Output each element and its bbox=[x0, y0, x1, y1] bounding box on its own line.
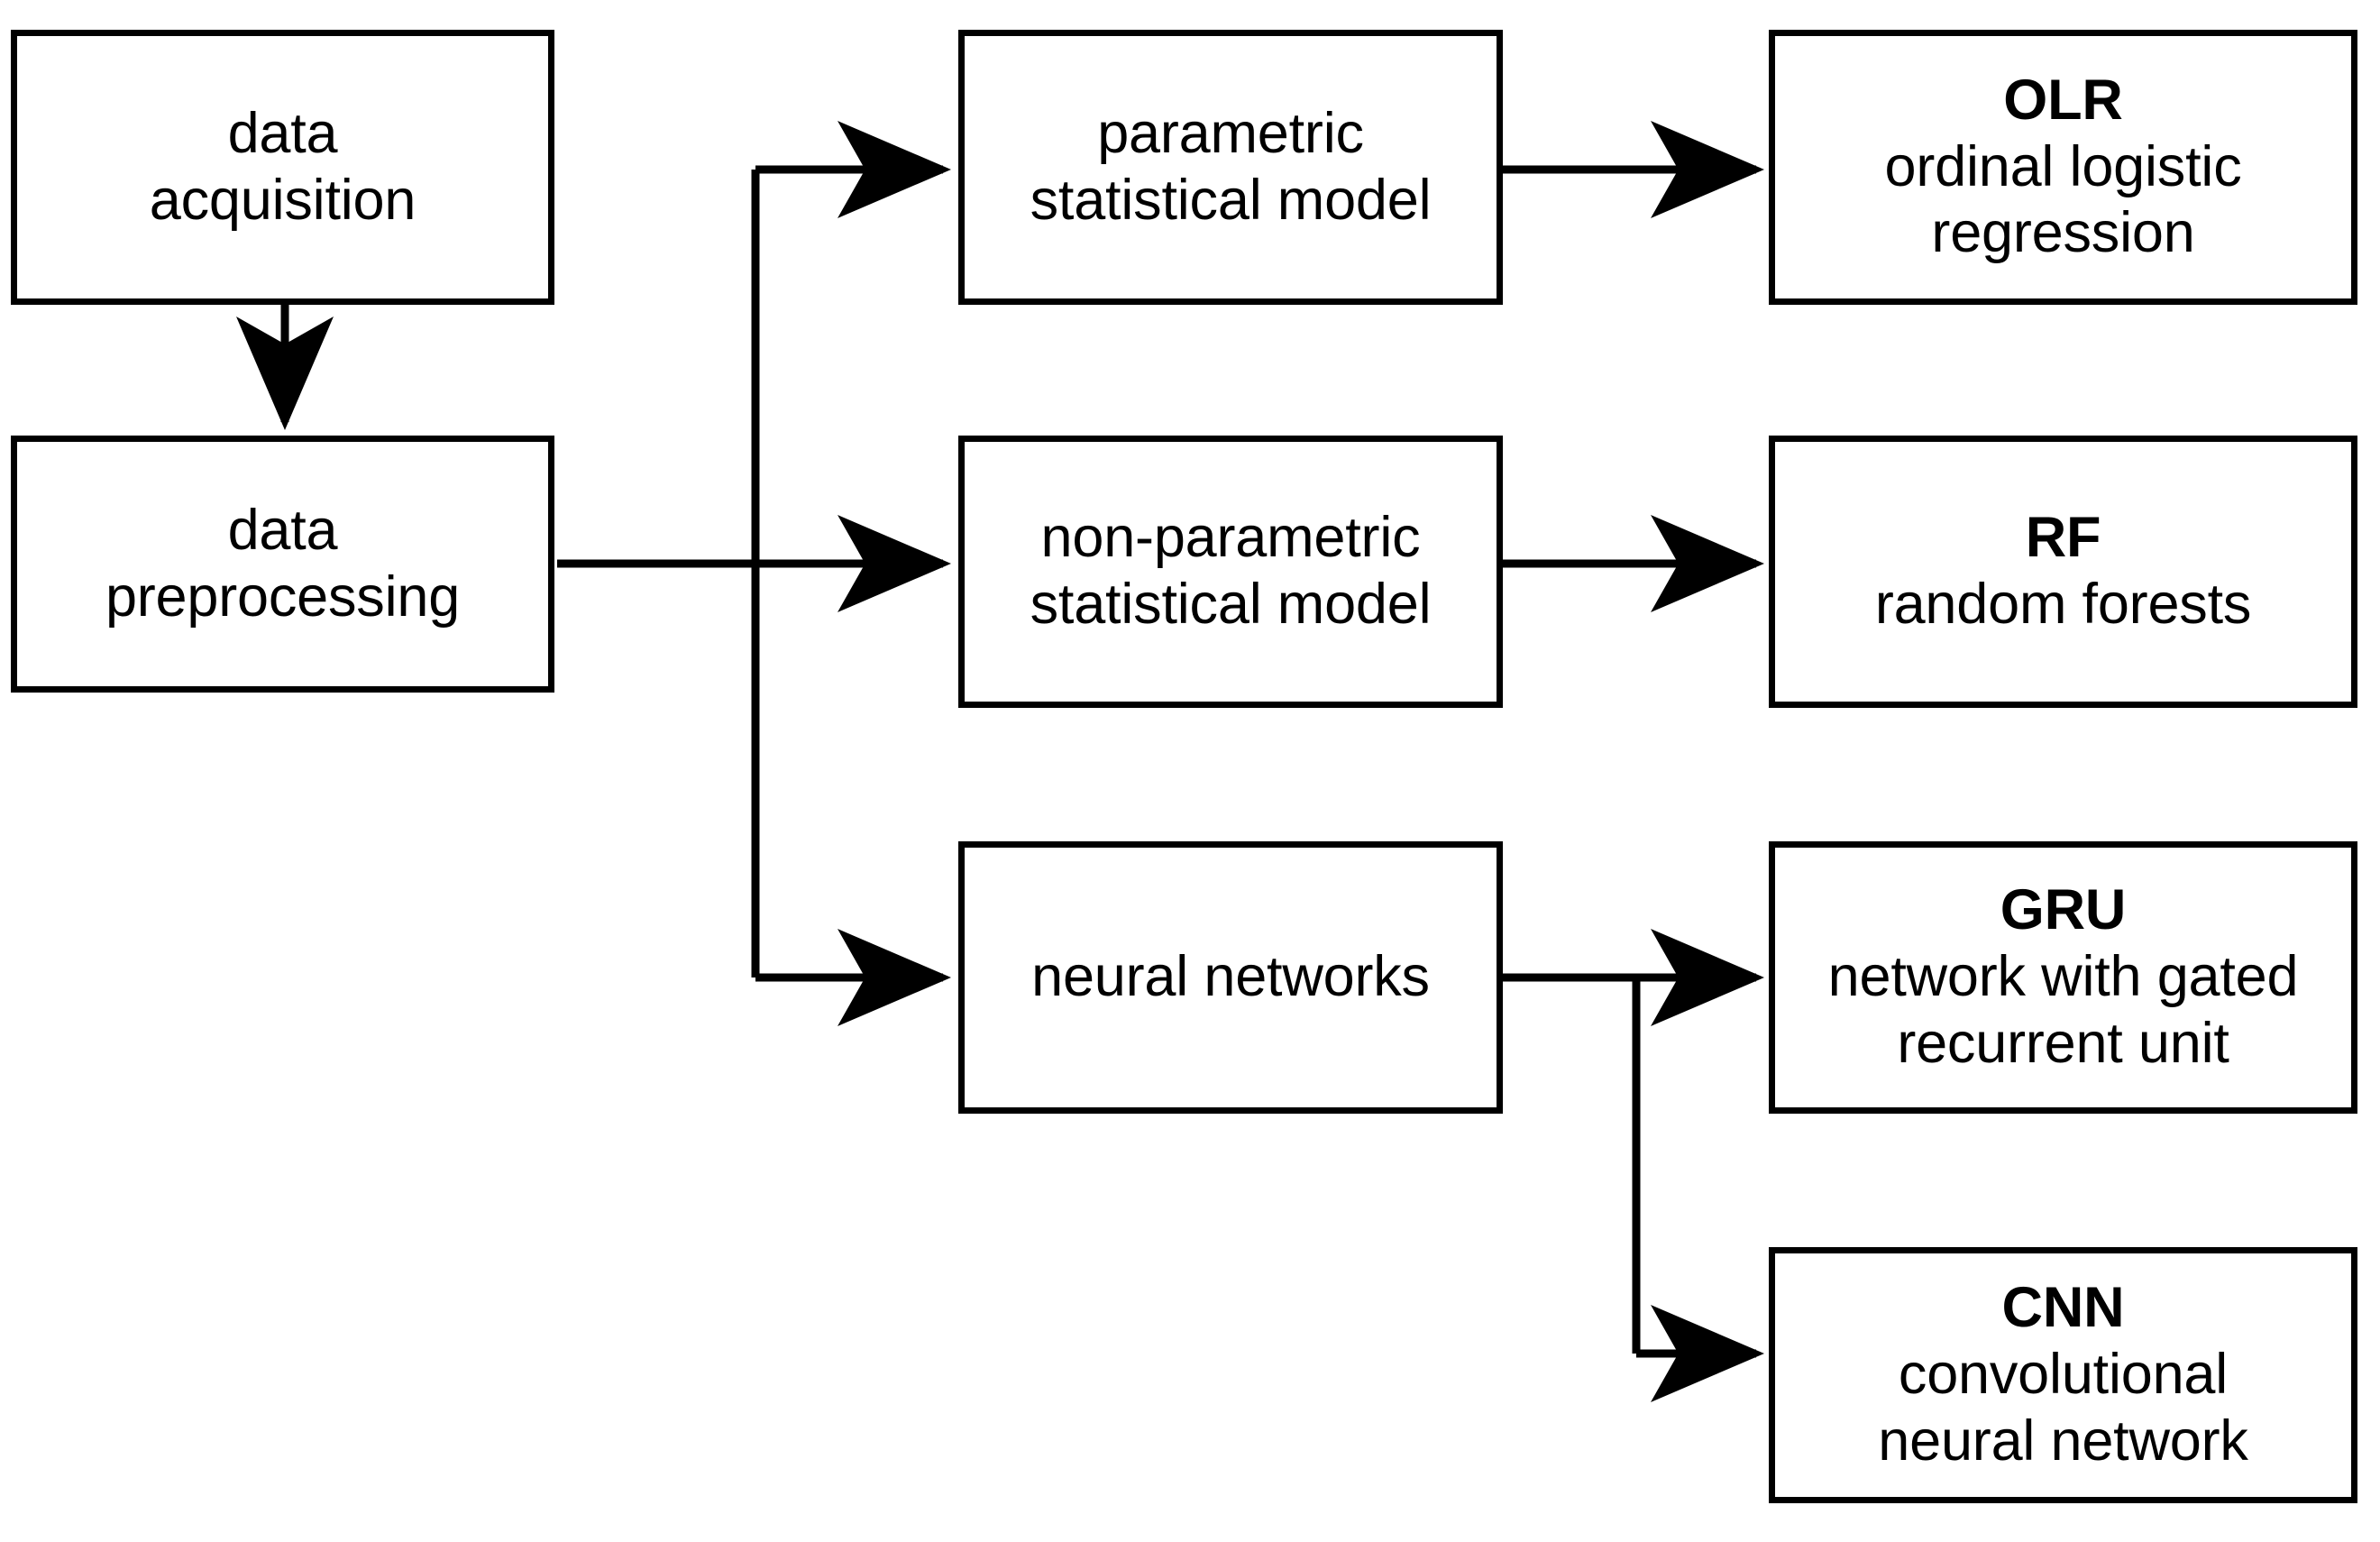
node-data-acquisition[interactable]: data acquisition bbox=[11, 30, 554, 305]
node-line: parametric bbox=[1097, 101, 1364, 165]
node-line-abbr: CNN bbox=[2001, 1276, 2125, 1340]
node-line: network with gated bbox=[1827, 945, 2299, 1009]
node-line: statistical model bbox=[1030, 168, 1432, 232]
node-line: preprocessing bbox=[105, 564, 461, 629]
node-line: neural network bbox=[1878, 1409, 2248, 1473]
node-line: convolutional bbox=[1898, 1343, 2229, 1407]
node-line-abbr: OLR bbox=[2003, 68, 2123, 132]
node-line: non-parametric bbox=[1040, 506, 1421, 570]
node-data-preprocessing[interactable]: data preprocessing bbox=[11, 436, 554, 693]
node-line: ordinal logistic bbox=[1884, 134, 2242, 198]
node-gru[interactable]: GRU network with gated recurrent unit bbox=[1769, 841, 2357, 1114]
node-non-parametric-statistical-model[interactable]: non-parametric statistical model bbox=[958, 436, 1503, 708]
node-parametric-statistical-model[interactable]: parametric statistical model bbox=[958, 30, 1503, 305]
node-line: statistical model bbox=[1030, 573, 1432, 636]
node-line: regression bbox=[1931, 201, 2195, 265]
node-olr[interactable]: OLR ordinal logistic regression bbox=[1769, 30, 2357, 305]
node-line: neural networks bbox=[1031, 945, 1430, 1009]
node-line: recurrent unit bbox=[1897, 1011, 2229, 1075]
node-rf[interactable]: RF random forests bbox=[1769, 436, 2357, 708]
node-neural-networks[interactable]: neural networks bbox=[958, 841, 1503, 1114]
node-line-abbr: RF bbox=[2025, 506, 2101, 570]
node-line: random forests bbox=[1874, 573, 2252, 636]
node-line: data bbox=[227, 101, 338, 165]
node-line: data bbox=[227, 498, 338, 562]
node-cnn[interactable]: CNN convolutional neural network bbox=[1769, 1247, 2357, 1503]
node-line: acquisition bbox=[149, 168, 416, 232]
node-line-abbr: GRU bbox=[2000, 878, 2127, 942]
